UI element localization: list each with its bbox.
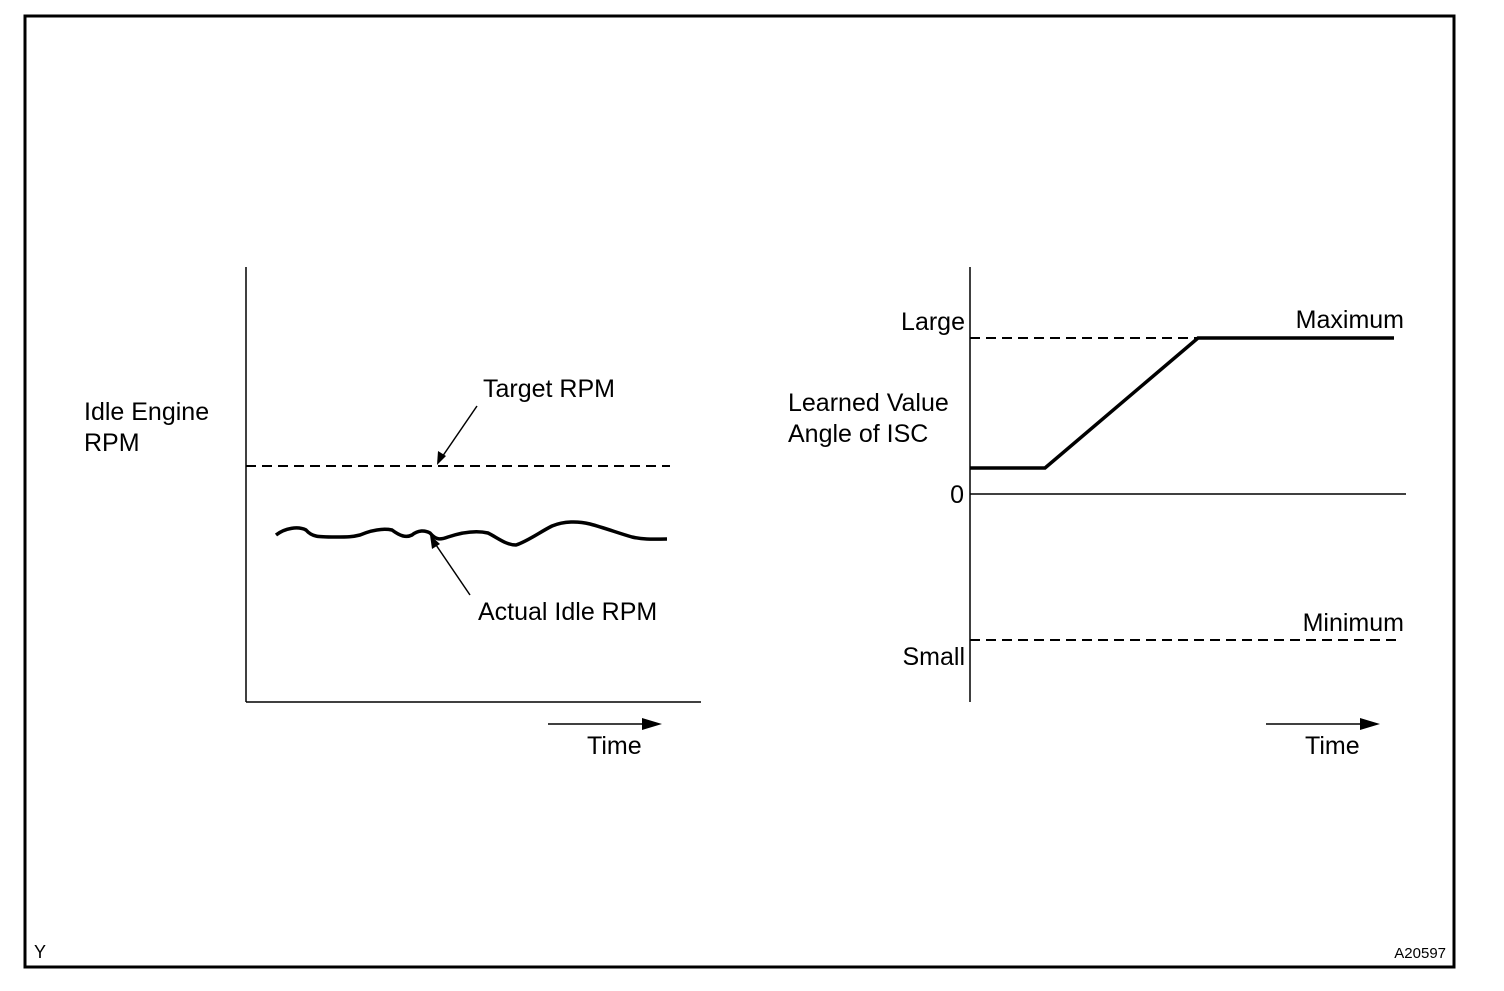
outer-frame <box>23 14 1456 969</box>
right-time-label: Time <box>1305 732 1360 760</box>
target-rpm-pointer-arrowhead-icon <box>437 451 446 465</box>
left-time-label: Time <box>587 732 642 760</box>
target-rpm-label: Target RPM <box>483 375 615 403</box>
actual-idle-rpm-curve <box>274 520 668 547</box>
right-y-label-line2: Angle of ISC <box>788 420 928 448</box>
maximum-label: Maximum <box>1296 306 1404 334</box>
learned-value-curve <box>970 336 1394 470</box>
actual-idle-rpm-label: Actual Idle RPM <box>478 598 657 626</box>
actual-rpm-pointer-arrowhead-icon <box>430 535 440 549</box>
left-diagram: Idle Engine RPM Target RPM Actual Idle R… <box>84 267 701 760</box>
large-label: Large <box>901 308 965 336</box>
left-y-label-line2: RPM <box>84 429 140 457</box>
small-label: Small <box>902 643 965 671</box>
left-time-arrow-head-icon <box>642 718 662 730</box>
right-y-label-line1: Learned Value <box>788 389 949 417</box>
corner-mark-y: Y <box>34 942 46 962</box>
left-y-label-line1: Idle Engine <box>84 398 209 426</box>
target-rpm-pointer <box>439 405 478 461</box>
figure-code: A20597 <box>1394 945 1446 962</box>
right-diagram: Large Learned Value Angle of ISC 0 Small… <box>788 267 1406 760</box>
right-time-arrow-head-icon <box>1360 718 1380 730</box>
zero-label: 0 <box>950 481 964 509</box>
minimum-label: Minimum <box>1303 609 1404 637</box>
actual-rpm-pointer <box>433 541 471 596</box>
